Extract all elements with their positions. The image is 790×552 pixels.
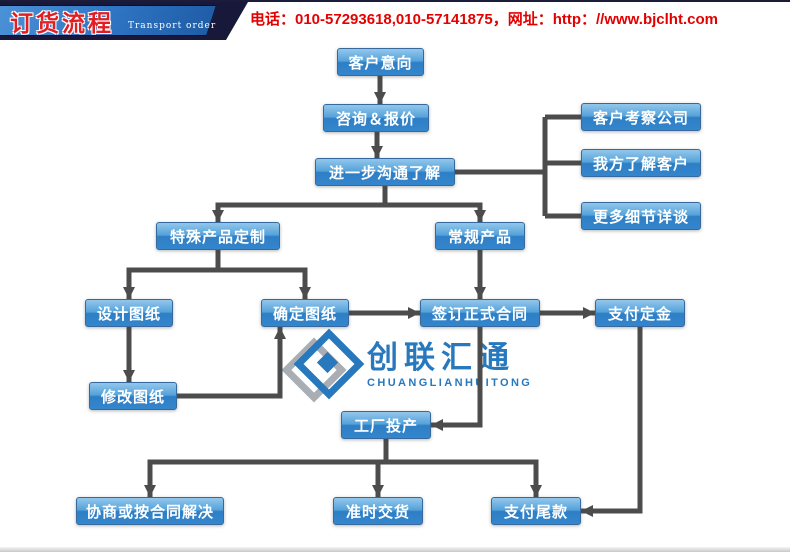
title-banner: 订货流程 Transport order	[0, 2, 248, 40]
brand-logo-icon	[281, 328, 365, 403]
flow-node-customer-visit: 客户考察公司	[581, 103, 701, 131]
brand-watermark: 创联汇通 CHUANGLIANHUITONG	[281, 328, 532, 403]
flow-node-know-customer: 我方了解客户	[581, 149, 701, 177]
flow-node-negotiate-resolve: 协商或按合同解决	[76, 497, 224, 525]
brand-name: 创联汇通	[367, 339, 515, 375]
brand-text: 创联汇通 CHUANGLIANHUITONG	[367, 342, 532, 389]
flow-node-sign-contract: 签订正式合同	[420, 299, 540, 327]
flow-node-more-details: 更多细节详谈	[581, 202, 701, 230]
flow-node-further-communication: 进一步沟通了解	[315, 158, 455, 186]
flow-node-ontime-delivery: 准时交货	[333, 497, 423, 525]
contact-info: 电话：010-57293618,010-57141875，网址：http：//w…	[250, 11, 718, 28]
flow-node-pay-balance: 支付尾款	[491, 497, 581, 525]
brand-name-latin: CHUANGLIANHUITONG	[367, 376, 533, 389]
page-subtitle: Transport order	[128, 21, 217, 31]
flow-node-custom-product: 特殊产品定制	[156, 222, 280, 250]
arrow-modify-to-confirm	[177, 327, 286, 399]
flow-node-modify-drawing: 修改图纸	[89, 382, 177, 410]
flow-node-regular-product: 常规产品	[435, 222, 525, 250]
flow-node-design-drawing: 设计图纸	[85, 299, 173, 327]
flow-node-inquiry-quote: 咨询＆报价	[323, 104, 429, 132]
page-header: 订货流程 Transport order 电话：010-57293618,010…	[0, 0, 790, 38]
page-bottom-edge	[0, 547, 790, 552]
flow-node-factory-production: 工厂投产	[341, 411, 431, 439]
flow-node-pay-deposit: 支付定金	[595, 299, 685, 327]
page-title: 订货流程	[10, 10, 114, 37]
flow-node-confirm-drawing: 确定图纸	[261, 299, 349, 327]
arrow-deposit-to-balance	[581, 327, 643, 517]
flow-node-customer-intent: 客户意向	[337, 48, 424, 76]
